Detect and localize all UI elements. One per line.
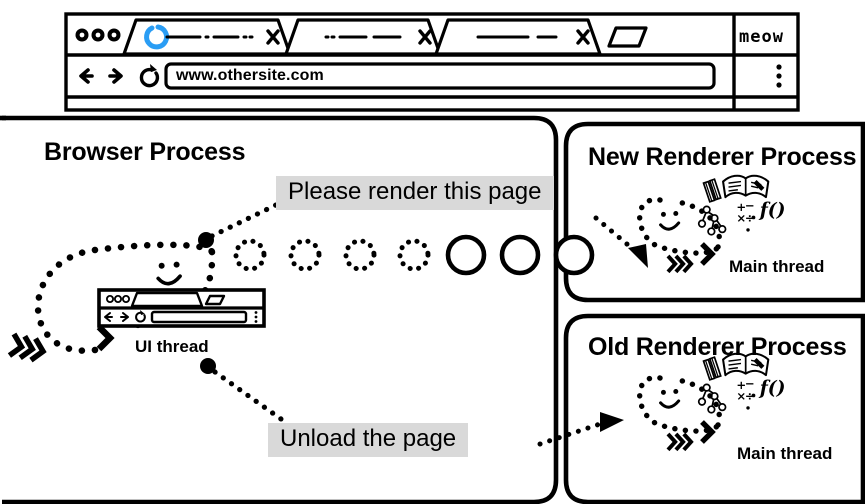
- new-tab-icon[interactable]: [607, 26, 648, 48]
- mini-browser-icon: [97, 288, 266, 328]
- address-bar-text[interactable]: www.othersite.com: [176, 67, 324, 84]
- tab-1[interactable]: [122, 18, 292, 56]
- loading-spinner-icon: [144, 24, 169, 50]
- task-circles: [233, 234, 595, 276]
- old-renderer-process-box: [563, 313, 865, 504]
- render-message-leader: [198, 201, 281, 248]
- old-renderer-process-title: Old Renderer Process: [588, 333, 847, 361]
- tab-3[interactable]: [434, 18, 602, 56]
- kebab-menu-icon[interactable]: [776, 64, 782, 88]
- face-icon: [659, 387, 681, 409]
- tab-2[interactable]: [284, 18, 442, 56]
- browser-process-title: Browser Process: [44, 138, 246, 166]
- new-renderer-process-box: [563, 121, 865, 303]
- ui-thread-label: UI thread: [135, 337, 209, 356]
- back-arrow-icon[interactable]: [79, 68, 94, 84]
- new-renderer-process-title: New Renderer Process: [588, 143, 857, 171]
- arrow-to-new-renderer: [593, 215, 648, 268]
- new-renderer-main-thread-graphic: [637, 174, 787, 274]
- active-task-circle: [553, 234, 595, 276]
- browser-process-box: [0, 115, 559, 504]
- new-renderer-main-thread-label: Main thread: [729, 257, 825, 276]
- window-controls[interactable]: [75, 28, 121, 42]
- unload-message-label: Unload the page: [268, 423, 469, 457]
- pending-task-circle: [288, 238, 322, 272]
- event-loop-icon: [637, 197, 722, 256]
- reload-icon[interactable]: [139, 64, 160, 88]
- browser-brand-label: meow: [739, 27, 784, 47]
- unload-message-leader: [200, 358, 291, 427]
- address-bar[interactable]: [164, 62, 716, 90]
- old-renderer-main-thread-label: Main thread: [737, 444, 833, 463]
- ui-thread-loop-arrow-icon: [96, 324, 115, 352]
- old-renderer-main-thread-graphic: [637, 352, 787, 452]
- work-icons: [697, 174, 787, 236]
- loop-arrow-icon: [700, 242, 716, 266]
- pending-task-circle: [343, 238, 377, 272]
- event-loop-icon: [637, 375, 722, 434]
- loop-arrow-icon: [700, 420, 716, 444]
- pending-task-circle: [397, 238, 431, 272]
- incoming-tasks-icon: [666, 254, 694, 274]
- work-icons: [697, 352, 787, 414]
- ui-thread-face-icon: [156, 259, 182, 286]
- ui-thread-incoming-tasks-icon: [9, 334, 45, 362]
- pending-task-circle: [233, 238, 267, 272]
- active-task-circle: [445, 234, 487, 276]
- face-icon: [659, 209, 681, 231]
- close-icon: [576, 29, 590, 45]
- close-icon: [418, 29, 432, 45]
- render-message-label: Please render this page: [276, 176, 554, 210]
- close-icon: [266, 29, 280, 45]
- active-task-circle: [499, 234, 541, 276]
- forward-arrow-icon[interactable]: [108, 68, 123, 84]
- incoming-tasks-icon: [666, 432, 694, 452]
- arrow-to-old-renderer: [537, 412, 624, 447]
